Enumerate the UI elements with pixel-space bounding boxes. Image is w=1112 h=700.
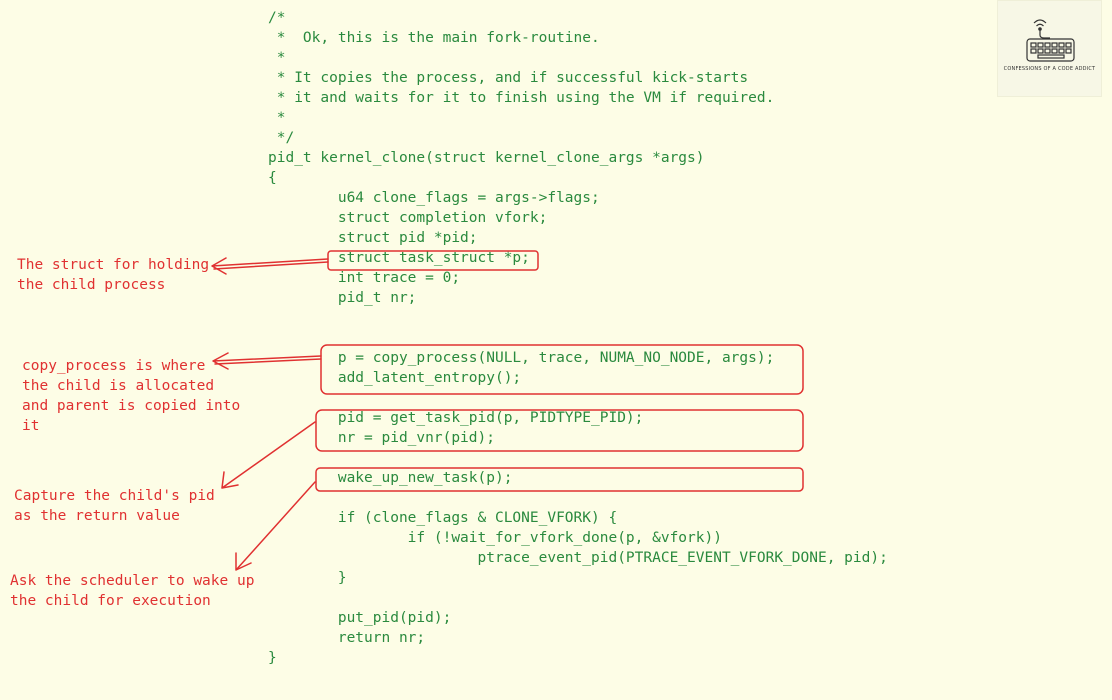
code-listing: /* * Ok, this is the main fork-routine. … xyxy=(268,8,888,668)
annotation-struct-task: The struct for holding the child process xyxy=(17,257,210,293)
code-line: } xyxy=(268,570,347,586)
code-line: if (clone_flags & CLONE_VFORK) { xyxy=(268,510,618,526)
code-line: p = copy_process(NULL, trace, NUMA_NO_NO… xyxy=(268,350,775,366)
brand-logo: CONFESSIONS OF A CODE ADDICT xyxy=(997,0,1102,97)
logo-text: CONFESSIONS OF A CODE ADDICT xyxy=(1003,66,1096,72)
code-line: return nr; xyxy=(268,630,426,646)
code-line: * xyxy=(268,110,286,126)
annotation-copy-process: copy_process is where the child is alloc… xyxy=(22,358,241,434)
arrow-copy-note xyxy=(212,352,322,370)
arrow-struct-note xyxy=(211,257,329,275)
arrow-wake-note xyxy=(235,481,316,571)
code-line: * Ok, this is the main fork-routine. xyxy=(268,30,600,46)
code-line: int trace = 0; xyxy=(268,270,461,286)
code-line: u64 clone_flags = args->flags; xyxy=(268,190,600,206)
annotation-wake-up: Ask the scheduler to wake up the child f… xyxy=(10,573,255,609)
code-line: * It copies the process, and if successf… xyxy=(268,70,749,86)
code-line: add_latent_entropy(); xyxy=(268,370,522,386)
code-line: struct pid *pid; xyxy=(268,230,478,246)
highlight-box-copy-process xyxy=(320,344,804,395)
code-line: * xyxy=(268,50,286,66)
keyboard-icon xyxy=(1026,19,1075,62)
highlight-box-get-pid xyxy=(315,409,804,452)
code-line: /* xyxy=(268,10,286,26)
annotation-get-pid: Capture the child's pid as the return va… xyxy=(14,488,215,524)
code-line: * it and waits for it to finish using th… xyxy=(268,90,775,106)
code-line: pid_t nr; xyxy=(268,290,417,306)
arrow-pid-note xyxy=(221,421,316,489)
code-line: struct completion vfork; xyxy=(268,210,548,226)
code-line: put_pid(pid); xyxy=(268,610,452,626)
code-line: } xyxy=(268,650,277,666)
code-line: */ xyxy=(268,130,295,146)
highlight-box-wake-up xyxy=(315,467,804,492)
code-line: ptrace_event_pid(PTRACE_EVENT_VFORK_DONE… xyxy=(268,550,888,566)
code-line: pid = get_task_pid(p, PIDTYPE_PID); xyxy=(268,410,644,426)
code-line: if (!wait_for_vfork_done(p, &vfork)) xyxy=(268,530,722,546)
highlight-box-task-struct xyxy=(327,250,539,271)
code-line: { xyxy=(268,170,277,186)
code-line: pid_t kernel_clone(struct kernel_clone_a… xyxy=(268,150,705,166)
code-line: struct task_struct *p; xyxy=(268,250,530,266)
code-line: wake_up_new_task(p); xyxy=(268,470,513,486)
code-line: nr = pid_vnr(pid); xyxy=(268,430,495,446)
